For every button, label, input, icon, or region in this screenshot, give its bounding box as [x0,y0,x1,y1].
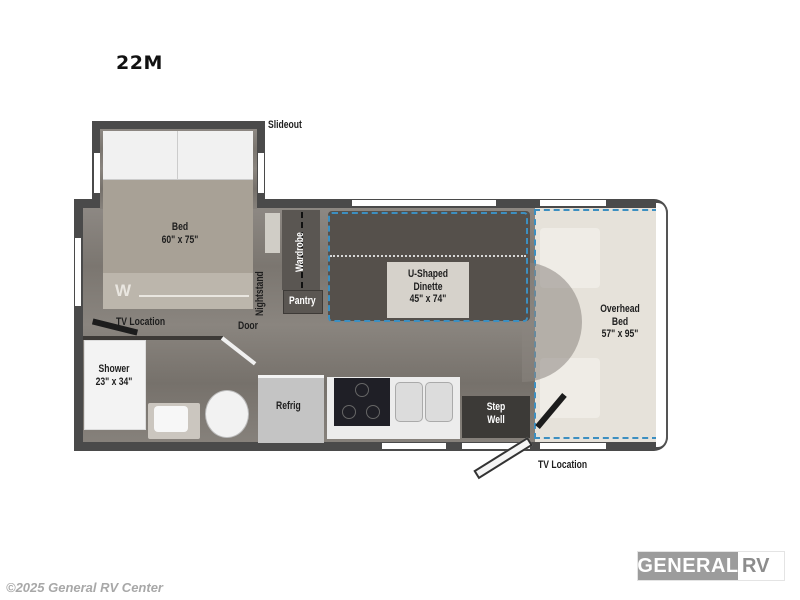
window [540,443,606,449]
refrig-label: Refrig [276,400,301,412]
window [352,200,496,206]
dinette-dotted-line [330,255,526,257]
slideout-label: Slideout [268,119,302,131]
bed-label-name: Bed [171,221,189,233]
burner-icon [342,405,356,419]
window [462,443,530,449]
nightstand-label: Nightstand [254,271,266,316]
dinette-label-line2: Dinette [413,280,443,293]
step-well-label: Step Well [469,401,522,426]
wardrobe-rod [301,212,303,288]
floorplan: W Bed 60" x 75" Slideout Nightstand Ward… [74,119,668,480]
bed-footer [103,273,253,309]
dinette-label: U-Shaped Dinette 45" x 74" [397,268,459,306]
burner-icon [355,383,369,397]
galley-sink-left [395,382,423,422]
toilet [205,390,249,438]
front-cap [656,203,668,447]
tv-location-front-label: TV Location [538,459,588,471]
sink-basin [154,406,188,432]
pantry [283,290,323,314]
tv-location-rear-label: TV Location [116,316,166,328]
logo-rv: RV [742,554,770,577]
shower-label: Shower 23" x 34" [91,363,138,388]
overhead-label-line1: Overhead [600,303,640,315]
galley-sink-right [425,382,453,422]
door-label: Door [238,320,259,332]
model-title: 22M [116,52,163,74]
bed: W [103,131,253,309]
window [382,443,446,449]
dinette-table [387,262,469,318]
dinette-label-size: 45" x 74" [409,293,447,306]
window [94,153,100,193]
overhead-label-size: 57" x 95" [601,328,639,341]
shower-label-name: Shower [98,363,130,375]
step-well-line1: Step [486,401,506,413]
window [540,200,606,206]
shower [84,340,146,430]
dinette-label-line1: U-Shaped [407,268,449,280]
nightstand [265,213,280,253]
bed-stripe [139,295,249,297]
logo-general: GENERAL [637,552,738,580]
pillow-divider [177,131,178,179]
wardrobe-label: Wardrobe [294,232,306,272]
overhead-bed-label: Overhead Bed 57" x 95" [589,303,651,341]
step-well [462,396,530,438]
shower-label-size: 23" x 34" [95,375,133,388]
window [258,153,264,193]
bed-label: Bed 60" x 75" [149,221,211,246]
brand-w-icon: W [115,281,132,300]
refrigerator [258,375,324,443]
window [75,238,81,306]
pillows [103,131,253,180]
general-rv-logo: GENERAL RV [637,551,785,581]
overhead-label-line2: Bed [611,315,629,328]
pantry-label: Pantry [289,295,316,307]
burner-icon [366,405,380,419]
bed-label-size: 60" x 75" [161,233,199,246]
copyright-text: ©2025 General RV Center [6,580,163,595]
dinette-outline [328,212,528,322]
bathroom-wall [83,336,223,340]
step-well-line2: Well [487,413,505,426]
